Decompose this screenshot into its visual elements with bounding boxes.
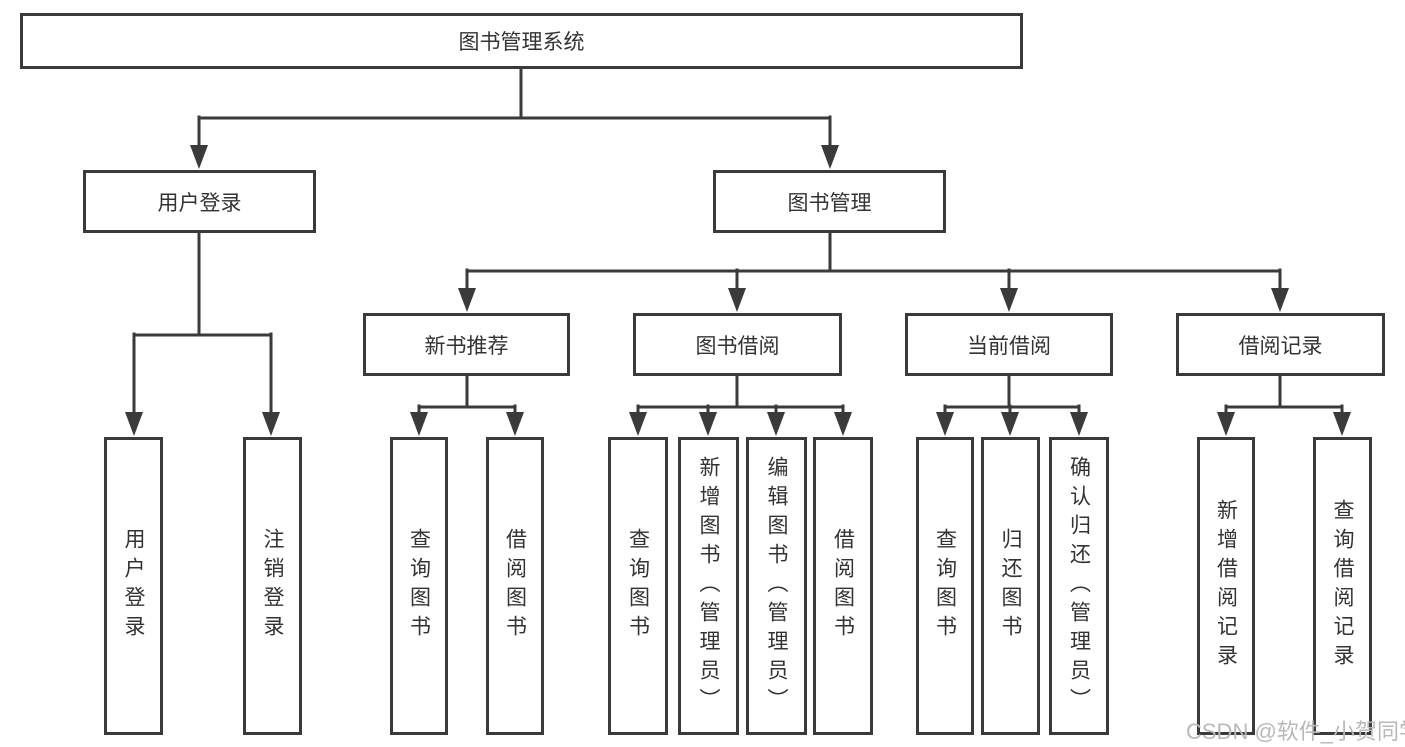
arrowhead-icon bbox=[834, 412, 852, 436]
node-label: 用户登录 bbox=[157, 191, 242, 215]
arrowhead-icon bbox=[728, 288, 746, 312]
leaf-label: 借阅图书 bbox=[831, 528, 855, 644]
node-root-system: 图书管理系统 bbox=[20, 13, 1023, 69]
leaf-label: 注销登录 bbox=[261, 528, 284, 644]
leaf-label: 查询图书 bbox=[626, 528, 650, 644]
leaf-label: 用户登录 bbox=[122, 528, 145, 644]
leaf-recommend-query-books: 查询图书 bbox=[390, 437, 448, 735]
node-book-management: 图书管理 bbox=[713, 170, 946, 233]
leaf-current-query-books: 查询图书 bbox=[916, 437, 974, 735]
leaf-label: 查询借阅记录 bbox=[1331, 499, 1354, 673]
arrowhead-icon bbox=[1333, 412, 1351, 436]
leaf-label: 借阅图书 bbox=[503, 528, 527, 644]
node-book-borrow: 图书借阅 bbox=[633, 313, 842, 376]
leaf-records-add-record: 新增借阅记录 bbox=[1197, 437, 1255, 735]
arrowhead-icon bbox=[629, 412, 647, 436]
arrowhead-icon bbox=[699, 412, 717, 436]
leaf-label: 归还图书 bbox=[999, 528, 1022, 644]
arrowhead-icon bbox=[262, 412, 280, 436]
leaf-user-login: 用户登录 bbox=[104, 437, 163, 735]
node-label: 图书管理 bbox=[787, 191, 872, 215]
node-current-borrow: 当前借阅 bbox=[905, 313, 1113, 376]
node-new-book-recommend: 新书推荐 bbox=[363, 313, 570, 376]
node-label: 图书借阅 bbox=[695, 334, 780, 358]
node-label: 借阅记录 bbox=[1238, 334, 1323, 358]
leaf-label: 新增图书（管理员） bbox=[697, 455, 720, 717]
leaf-borrow-add-books-admin: 新增图书（管理员） bbox=[678, 437, 739, 735]
leaf-borrow-query-books: 查询图书 bbox=[608, 437, 668, 735]
leaf-label: 查询图书 bbox=[933, 528, 957, 644]
arrowhead-icon bbox=[190, 145, 208, 169]
leaf-label: 编辑图书（管理员） bbox=[765, 455, 788, 717]
leaf-records-query-record: 查询借阅记录 bbox=[1313, 437, 1372, 735]
leaf-label: 确认归还（管理员） bbox=[1067, 455, 1091, 717]
leaf-logout: 注销登录 bbox=[243, 437, 302, 735]
arrowhead-icon bbox=[1001, 412, 1019, 436]
node-borrow-records: 借阅记录 bbox=[1176, 313, 1385, 376]
arrowhead-icon bbox=[125, 412, 143, 436]
leaf-borrow-edit-books-admin: 编辑图书（管理员） bbox=[746, 437, 807, 735]
node-label: 当前借阅 bbox=[967, 334, 1051, 358]
arrowhead-icon bbox=[1271, 288, 1289, 312]
arrowhead-icon bbox=[1217, 412, 1235, 436]
leaf-current-confirm-return-admin: 确认归还（管理员） bbox=[1049, 437, 1109, 735]
leaf-recommend-borrow-books: 借阅图书 bbox=[486, 437, 544, 735]
arrowhead-icon bbox=[936, 412, 954, 436]
leaf-current-return-books: 归还图书 bbox=[981, 437, 1040, 735]
arrowhead-icon bbox=[410, 412, 428, 436]
arrowhead-icon bbox=[458, 288, 476, 312]
node-label: 图书管理系统 bbox=[458, 31, 585, 54]
node-label: 新书推荐 bbox=[424, 334, 509, 358]
leaf-borrow-borrow-books: 借阅图书 bbox=[813, 437, 873, 735]
arrowhead-icon bbox=[1000, 288, 1018, 312]
arrowhead-icon bbox=[1070, 412, 1088, 436]
leaf-label: 新增借阅记录 bbox=[1214, 499, 1238, 673]
csdn-watermark: CSDN @软件_小贺同学 bbox=[1186, 719, 1405, 744]
arrowhead-icon bbox=[767, 412, 785, 436]
node-user-login: 用户登录 bbox=[83, 170, 316, 233]
leaf-label: 查询图书 bbox=[407, 528, 431, 644]
arrowhead-icon bbox=[821, 145, 839, 169]
arrowhead-icon bbox=[506, 412, 524, 436]
